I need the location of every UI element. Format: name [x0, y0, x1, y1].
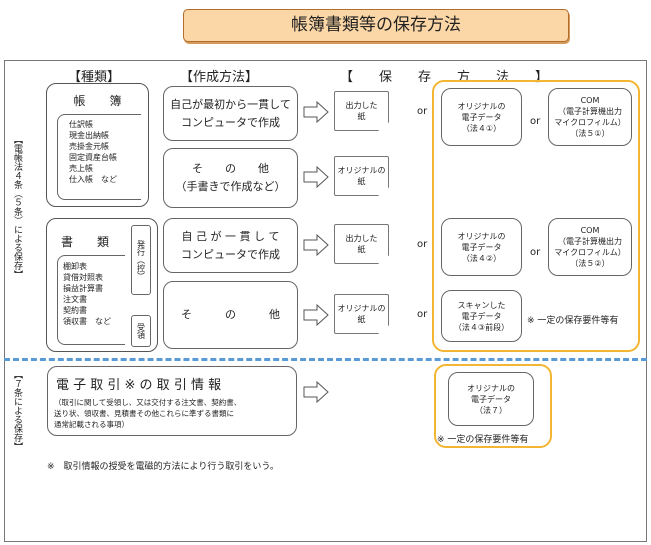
documents-bracket [57, 255, 125, 345]
method-box-1: 自己が最初から一貫して コンピュータで作成 [163, 86, 298, 141]
method-box-3: 自 己 が 一 貫 し て コンピュータで作成 [163, 218, 298, 273]
etrade-requirements-note: ※ 一定の保存要件等有 [437, 435, 529, 445]
ledger-title: 帳 簿 [73, 94, 122, 108]
documents-box: 書 類 棚卸表 貸借対照表 損益計算書 注文書 契約書 領収書 など 発行（控）… [46, 218, 158, 352]
storage-electronic-4-1: オリジナルの 電子データ （法４①） [441, 88, 522, 146]
or-label: or [417, 239, 428, 250]
list-item: 売掛金元帳 [69, 142, 109, 151]
label-article-7: 【７条による保存】 [12, 370, 22, 451]
or-label: or [417, 106, 428, 117]
page-title: 帳簿書類等の保存方法 [183, 9, 569, 42]
etrade-box: 電 子 取 引 ※ の 取 引 情 報 （取引に関して受領し、又は交付する注文書… [47, 366, 297, 436]
list-item: 損益計算書 [63, 284, 103, 293]
arrow-right-icon [303, 101, 329, 123]
list-item: 貸借対照表 [63, 273, 103, 282]
method-box-2: そ の 他 （手書きで作成など） [163, 148, 298, 208]
diagram-frame [4, 60, 647, 542]
issue-copy-label: 発行（控） [131, 225, 151, 295]
ledger-bracket [57, 114, 141, 200]
documents-title: 書 類 [61, 235, 110, 249]
label-article-4-5: 【電帳法４条（５条）による保存】 [12, 135, 22, 279]
ledger-list: 仕訳帳 現金出納帳 売掛金元帳 固定資産台帳 売上帳 仕入帳 など [69, 119, 117, 185]
arrow-right-icon [303, 304, 329, 326]
arrow-right-icon [303, 234, 329, 256]
section-divider [4, 358, 647, 361]
header-kinds: 【種類】 [68, 70, 121, 85]
header-creation: 【作成方法】 [180, 70, 259, 85]
list-item: 固定資産台帳 [69, 153, 117, 162]
list-item: 棚卸表 [63, 262, 87, 271]
paper-icon: オリジナルの 紙 [334, 294, 389, 334]
receive-label: 受領 [131, 315, 151, 347]
etrade-title: 電 子 取 引 ※ の 取 引 情 報 [56, 378, 222, 393]
storage-com-5-2: COM （電子計算機出力 マイクロフィルム） （法５②） [548, 218, 632, 276]
list-item: 仕訳帳 [69, 120, 93, 129]
list-item: 領収書 など [63, 317, 111, 326]
or-label: or [417, 309, 428, 320]
etrade-storage-highlight [434, 364, 552, 448]
ledger-box: 帳 簿 仕訳帳 現金出納帳 売掛金元帳 固定資産台帳 売上帳 仕入帳 など [46, 83, 149, 207]
documents-list: 棚卸表 貸借対照表 損益計算書 注文書 契約書 領収書 など [63, 261, 111, 327]
arrow-right-icon [303, 166, 329, 188]
list-item: 契約書 [63, 306, 87, 315]
storage-group-highlight [432, 80, 640, 352]
or-label: or [530, 247, 541, 258]
list-item: 売上帳 [69, 164, 93, 173]
list-item: 仕入帳 など [69, 175, 117, 184]
paper-icon: オリジナルの 紙 [334, 156, 389, 196]
storage-com-5-1: COM （電子計算機出力 マイクロフィルム） （法５①） [548, 88, 632, 146]
method-box-4: そ の 他 [163, 281, 298, 349]
paper-icon: 出力した 紙 [334, 224, 389, 264]
storage-scanned-4-3: スキャンした 電子データ （法４③前段） [441, 290, 522, 342]
list-item: 現金出納帳 [69, 131, 109, 140]
storage-requirements-note: ※ 一定の保存要件等有 [527, 316, 619, 326]
storage-electronic-4-2: オリジナルの 電子データ （法４②） [441, 218, 522, 276]
paper-icon: 出力した 紙 [334, 91, 389, 131]
list-item: 注文書 [63, 295, 87, 304]
arrow-right-icon [303, 381, 329, 403]
storage-electronic-7: オリジナルの 電子データ （法７） [448, 372, 534, 426]
or-label: or [530, 116, 541, 127]
footnote: ※ 取引情報の授受を電磁的方法により行う取引をいう。 [47, 462, 279, 472]
etrade-description: （取引に関して受領し、又は交付する注文書、契約書、 送り状、領収書、見積書その他… [54, 398, 242, 429]
